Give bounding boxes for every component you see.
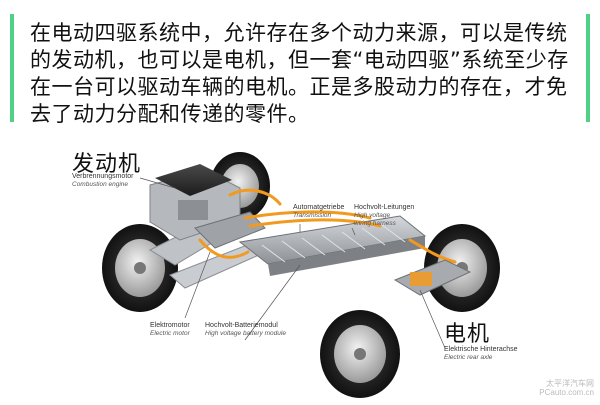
battery-label-de: Hochvolt-Batteriemodul [205, 322, 278, 329]
transmission-label-de: Automatgetriebe [293, 204, 345, 211]
watermark-line1: 太平洋汽车网 [546, 379, 594, 388]
hv-wiring-label-en1: High voltage [354, 212, 391, 219]
battery-module [238, 215, 427, 276]
rear-left-wheel [320, 310, 400, 398]
engine-label-en: Combustion engine [72, 181, 129, 188]
emotor-label-en: Electric motor [150, 330, 190, 337]
hv-wiring-label-de: Hochvolt-Leitungen [354, 204, 415, 211]
battery-label: Hochvolt-Batteriemodul High voltage batt… [205, 322, 286, 338]
emotor-label-de: Elektromotor [150, 322, 190, 329]
battery-label-en: High voltage battery module [205, 330, 286, 337]
electric-motor-front [194, 211, 266, 249]
transmission-label: Automatgetriebe Transmission [293, 204, 344, 220]
chassis-diagram [102, 152, 500, 398]
caption-accent-right [586, 14, 590, 122]
watermark: 太平洋汽车网 PCauto.com.cn [539, 379, 594, 397]
electric-rear-axle [393, 259, 472, 296]
rear-axle-label: Elektrische Hinterachse Electric rear ax… [444, 346, 518, 362]
rear-axle-label-en: Electric rear axle [444, 354, 493, 361]
hv-wiring-label: Hochvolt-Leitungen High voltage wiring h… [354, 204, 414, 228]
engine-label: Verbrennungsmotor Combustion engine [72, 173, 133, 189]
caption-text: 在电动四驱系统中，允许存在多个动力来源，可以是传统的发动机，也可以是电机，但一套… [30, 21, 569, 126]
motor-label-cn: 电机 [444, 322, 491, 347]
rear-axle-label-de: Elektrische Hinterachse [444, 346, 518, 353]
front-left-wheel [102, 224, 178, 312]
transmission-label-en: Transmission [293, 212, 332, 219]
engine-label-de: Verbrennungsmotor [72, 173, 134, 180]
hv-wiring [198, 188, 457, 264]
emotor-label: Elektromotor Electric motor [150, 322, 190, 338]
watermark-line2: PCauto.com.cn [539, 388, 594, 397]
leader-lines [139, 177, 446, 349]
engine-label-cn: 发动机 [72, 152, 142, 177]
drivetrain-illustration: 发动机 Verbrennungsmotor Combustion engine … [0, 140, 600, 401]
hv-wiring-label-en2: wiring harness [354, 220, 396, 227]
caption-accent-left [10, 14, 14, 122]
caption-box: 在电动四驱系统中，允许存在多个动力来源，可以是传统的发动机，也可以是电机，但一套… [10, 8, 590, 128]
